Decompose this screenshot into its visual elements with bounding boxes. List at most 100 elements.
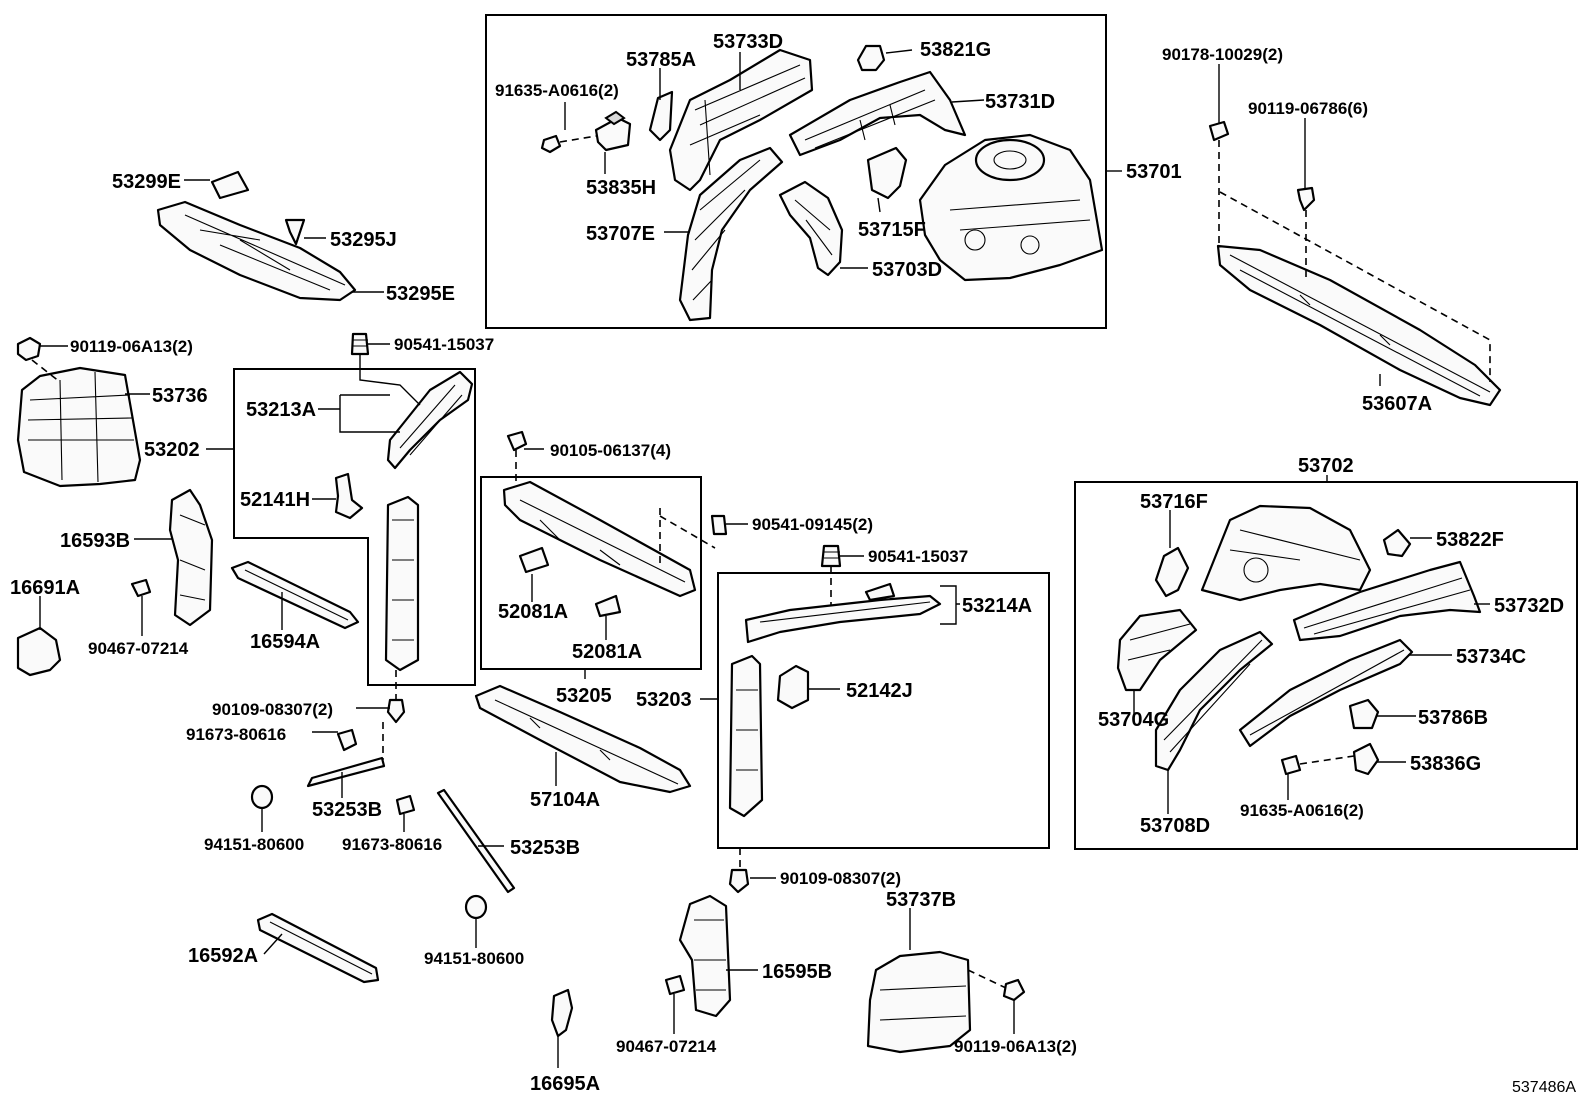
- label-53295J: 53295J: [330, 229, 397, 251]
- figure-code: 537486A: [1512, 1079, 1576, 1096]
- part-16592A: [256, 912, 380, 984]
- bolt-91635-A0616-top: [540, 134, 597, 154]
- part-53295E: [156, 200, 357, 302]
- rod-53253B-a: [306, 756, 386, 788]
- label-91635-A0616-top: 91635-A0616(2): [495, 81, 619, 100]
- label-53253B-a: 53253B: [312, 799, 382, 821]
- part-52141H: [334, 472, 364, 520]
- part-53213A: [386, 370, 474, 470]
- label-16594A: 16594A: [250, 631, 320, 653]
- clip-90541-15037-mid: [820, 544, 842, 568]
- part-53785A: [648, 90, 674, 142]
- clip-90105-06137: [506, 430, 528, 452]
- label-53836G: 53836G: [1410, 753, 1481, 775]
- label-53734C: 53734C: [1456, 646, 1526, 668]
- part-53715F: [866, 146, 908, 200]
- bolt-90467-07214-mid: [664, 974, 686, 996]
- part-53214A: [744, 582, 942, 644]
- part-16593B: [168, 488, 214, 627]
- bolt-90178-10029: [1208, 120, 1230, 142]
- part-53203-post: [728, 654, 764, 818]
- label-53214A: 53214A: [962, 595, 1032, 617]
- label-52142J: 52142J: [846, 680, 913, 702]
- label-53607A: 53607A: [1362, 393, 1432, 415]
- label-group-53203: 53203: [636, 689, 692, 711]
- label-57104A: 57104A: [530, 789, 600, 811]
- label-94151-80600-b: 94151-80600: [424, 949, 524, 968]
- rod-53253B-b: [436, 788, 516, 894]
- label-90105-06137: 90105-06137(4): [550, 441, 671, 460]
- part-53732D: [1292, 560, 1482, 642]
- label-16595B: 16595B: [762, 961, 832, 983]
- part-53707E: [678, 146, 784, 322]
- bolt-90109-08307-mid: [728, 868, 750, 894]
- part-57104A: [474, 684, 692, 794]
- bolt-91673-80616-b: [395, 794, 416, 816]
- label-16593B: 16593B: [60, 530, 130, 552]
- clip-90541-15037-left: [350, 332, 370, 356]
- bolt-90109-08307-left: [386, 698, 406, 724]
- clip-90541-09145: [710, 514, 728, 536]
- label-90541-15037-left: 90541-15037: [394, 335, 494, 354]
- label-90467-07214-mid: 90467-07214: [616, 1037, 717, 1056]
- group-box-53202: [233, 368, 476, 686]
- nut-94151-80600-a: [250, 784, 274, 810]
- label-52081A-a: 52081A: [498, 601, 568, 623]
- label-90119-06786: 90119-06786(6): [1248, 99, 1368, 118]
- part-53786B: [1348, 698, 1380, 730]
- part-53821G: [856, 44, 886, 72]
- label-53295E: 53295E: [386, 283, 455, 305]
- label-91635-A0616-right: 91635-A0616(2): [1240, 801, 1364, 820]
- label-53786B: 53786B: [1418, 707, 1488, 729]
- label-53707E: 53707E: [586, 223, 655, 245]
- bracket-52081A-b: [594, 594, 622, 618]
- part-52142J: [776, 664, 810, 710]
- part-53703D: [778, 180, 844, 277]
- label-group-53205: 53205: [556, 685, 612, 707]
- label-53821G: 53821G: [920, 39, 991, 61]
- label-53253B-b: 53253B: [510, 837, 580, 859]
- label-53708D: 53708D: [1140, 815, 1210, 837]
- clip-53295J: [284, 218, 306, 246]
- label-53822F: 53822F: [1436, 529, 1504, 551]
- part-labels: 53733D 53785A 53821G 91635-A0616(2) 5373…: [10, 31, 1576, 1096]
- label-53716F: 53716F: [1140, 491, 1208, 513]
- part-16695A: [550, 988, 574, 1038]
- label-16691A: 16691A: [10, 577, 80, 599]
- label-group-53701: 53701: [1126, 161, 1182, 183]
- label-90541-09145: 90541-09145(2): [752, 515, 873, 534]
- part-53702-tower: [1200, 504, 1372, 602]
- label-53732D: 53732D: [1494, 595, 1564, 617]
- label-90109-08307-mid: 90109-08307(2): [780, 869, 901, 888]
- label-53737B: 53737B: [886, 889, 956, 911]
- part-53708D: [1154, 630, 1274, 772]
- part-53736: [16, 366, 142, 488]
- bracket-52081A-a: [518, 546, 550, 574]
- bolt-91673-80616-a: [336, 728, 358, 752]
- label-53703D: 53703D: [872, 259, 942, 281]
- part-53205: [502, 480, 697, 598]
- label-group-53202: 53202: [144, 439, 200, 461]
- label-53213A: 53213A: [246, 399, 316, 421]
- bolt-90119-06786: [1296, 186, 1316, 212]
- bolt-90467-07214-left: [130, 578, 152, 598]
- part-53716F: [1154, 546, 1190, 598]
- group-box-53203: [717, 572, 1050, 849]
- label-53835H: 53835H: [586, 177, 656, 199]
- label-90467-07214-left: 90467-07214: [88, 639, 189, 658]
- label-90119-06A13-mid: 90119-06A13(2): [954, 1037, 1077, 1056]
- label-91673-80616-b: 91673-80616: [342, 835, 442, 854]
- part-53734C: [1238, 638, 1414, 748]
- bolt-91635-A0616-right: [1280, 754, 1302, 776]
- part-53836G: [1352, 742, 1380, 776]
- clip-90119-06A13-mid: [1002, 978, 1026, 1002]
- label-90541-15037-mid: 90541-15037: [868, 547, 968, 566]
- label-53299E: 53299E: [112, 171, 181, 193]
- nut-94151-80600-b: [464, 894, 488, 920]
- label-90119-06A13-left: 90119-06A13(2): [70, 337, 193, 356]
- part-16595B: [678, 894, 732, 1018]
- label-53704G: 53704G: [1098, 709, 1169, 731]
- label-91673-80616-a: 91673-80616: [186, 725, 286, 744]
- label-group-53702: 53702: [1298, 455, 1354, 477]
